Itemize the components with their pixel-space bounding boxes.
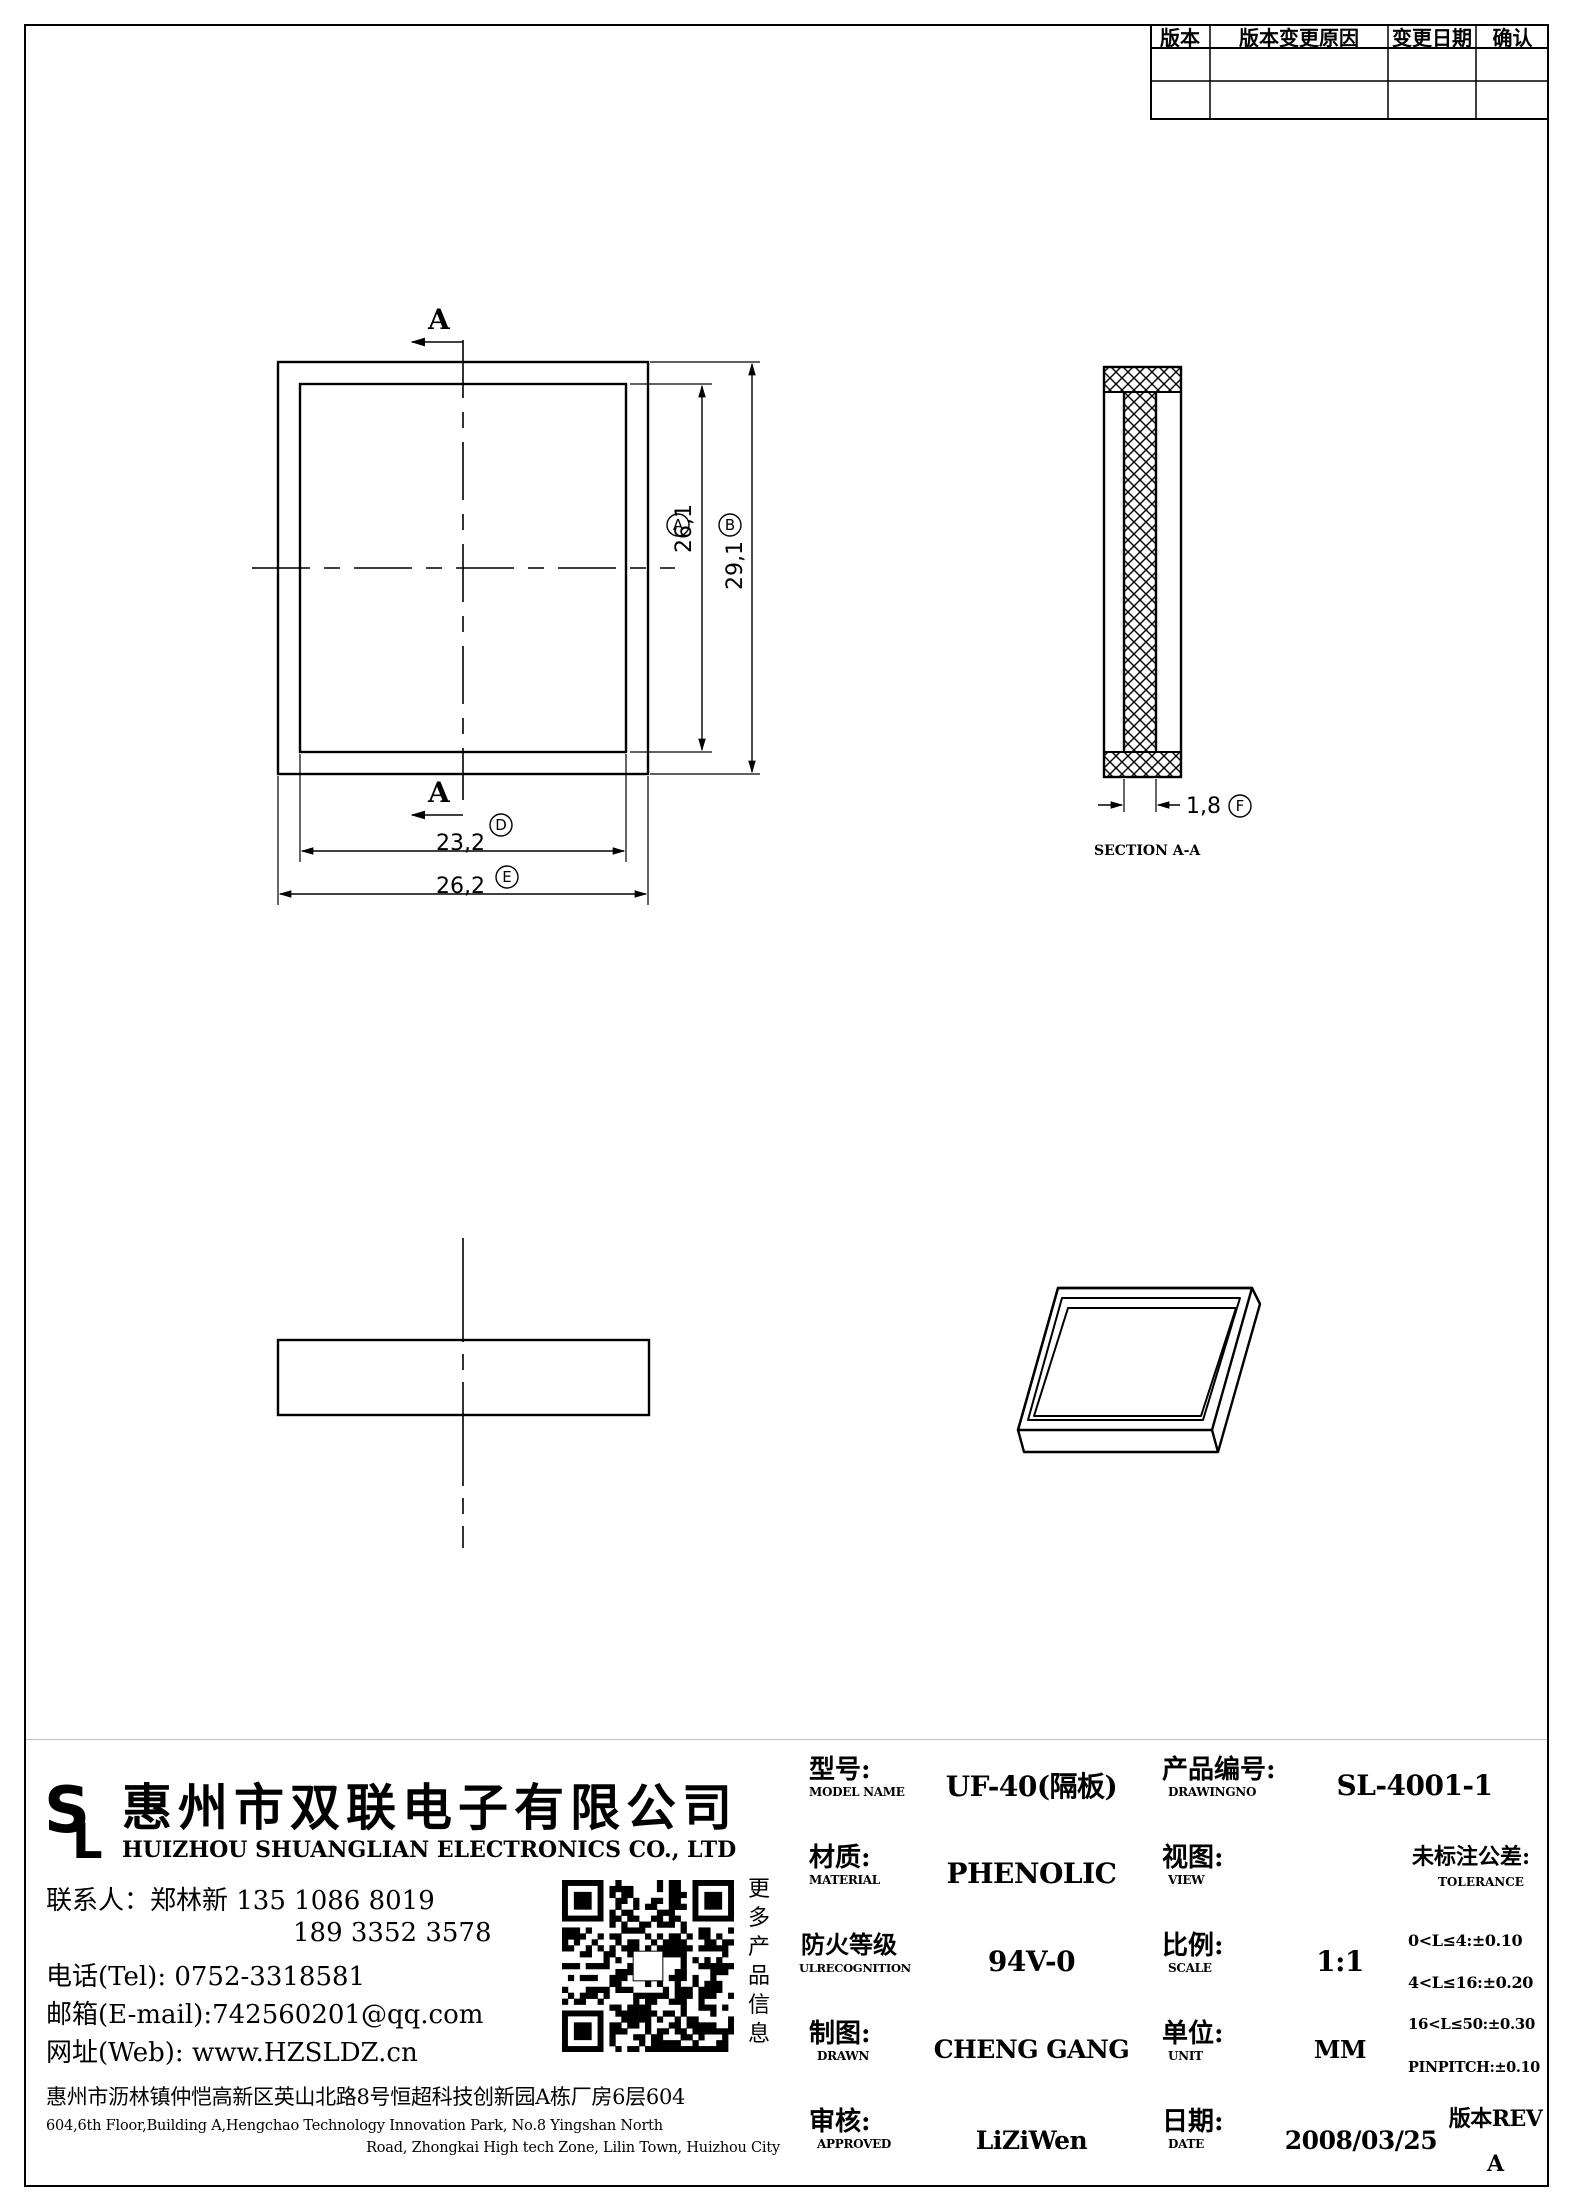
drawn-label: 制图: DRAWN xyxy=(795,2005,915,2093)
product-no-value: SL-4001-1 xyxy=(1336,1768,1493,1802)
product-no-label-cn: 产品编号: xyxy=(1162,1755,1276,1785)
svg-text:S: S xyxy=(44,1774,90,1848)
view-label-cn: 视图: xyxy=(1162,1843,1224,1873)
dimension-e-marker: E xyxy=(502,868,512,886)
view-label-en: VIEW xyxy=(1168,1873,1205,1887)
rev-value: A xyxy=(1486,2150,1505,2177)
unit-value: MM xyxy=(1313,2034,1367,2064)
dimension-b-value: 29,1 xyxy=(723,541,748,590)
dimension-b-marker: B xyxy=(724,516,736,534)
rev-header-reason: 版本变更原因 xyxy=(1239,25,1359,50)
tolerance-list: 0<L≤4:±0.10 4<L≤16:±0.20 16<L≤50:±0.30 P… xyxy=(1400,1917,1549,2093)
company-email: 邮箱(E-mail):742560201@qq.com xyxy=(46,2000,484,2030)
qr-caption: 更 多 产 品 信 息 xyxy=(746,1875,772,2049)
rev-label: 版本REV xyxy=(1448,2105,1543,2132)
product-no-label-en: DRAWINGNO xyxy=(1168,1785,1257,1799)
date-label-en: DATE xyxy=(1168,2137,1204,2151)
address-en-line-1: 604,6th Floor,Building A,Hengchao Techno… xyxy=(46,2118,663,2134)
drawn-label-cn: 制图: xyxy=(809,2019,871,2049)
date-label-cn: 日期: xyxy=(1162,2107,1224,2137)
tolerance-row: 4<L≤16:±0.20 xyxy=(1408,1973,1533,1992)
svg-text:L: L xyxy=(72,1814,103,1862)
tolerance-label: 未标注公差: TOLERANCE xyxy=(1400,1829,1549,1917)
date-value: 2008/03/25 xyxy=(1284,2125,1438,2155)
qr-caption-char: 产 xyxy=(747,1935,770,1960)
tolerance-row: PINPITCH:±0.10 xyxy=(1408,2059,1540,2076)
isometric-view xyxy=(1016,1286,1262,1454)
qr-caption-char: 息 xyxy=(747,2022,770,2047)
dimension-f-value: 1,8 xyxy=(1186,794,1221,819)
fire-label-en: ULRECOGNITION xyxy=(799,1961,911,1975)
tolerance-row: 16<L≤50:±0.30 xyxy=(1408,2015,1535,2033)
date-label: 日期: DATE xyxy=(1148,2093,1280,2187)
section-caption: SECTION A-A xyxy=(1094,843,1201,859)
contact-line-1: 联系人：郑林新 135 1086 8019 xyxy=(46,1886,435,1916)
company-name-en: HUIZHOU SHUANGLIAN ELECTRONICS CO., LTD xyxy=(122,1837,737,1863)
address-en-line-2: Road, Zhongkai High tech Zone, Lilin Tow… xyxy=(366,2140,780,2156)
revision-table: 版本 版本变更原因 变更日期 确认 xyxy=(1150,24,1549,120)
scale-value: 1:1 xyxy=(1316,1944,1364,1978)
company-web: 网址(Web): www.HZSLDZ.cn xyxy=(46,2038,418,2068)
revision-table-grid xyxy=(1150,24,1549,120)
tolerance-label-cn: 未标注公差: xyxy=(1412,1844,1531,1870)
unit-label-cn: 单位: xyxy=(1162,2019,1224,2049)
product-no-label: 产品编号: DRAWINGNO xyxy=(1148,1741,1280,1829)
approved-value: LiZiWen xyxy=(975,2125,1088,2155)
qr-code xyxy=(562,1880,735,2053)
company-name-cn: 惠州市双联电子有限公司 xyxy=(122,1778,738,1837)
rev-header-version: 版本 xyxy=(1160,25,1200,50)
technical-drawing xyxy=(24,337,1549,1740)
qr-caption-char: 多 xyxy=(747,1906,770,1931)
model-label: 型号: MODEL NAME xyxy=(795,1741,915,1829)
top-view xyxy=(252,337,760,905)
fire-label: 防火等级 ULRECOGNITION xyxy=(795,1917,915,2005)
approved-label-en: APPROVED xyxy=(817,2137,892,2151)
company-tel: 电话(Tel): 0752-3318581 xyxy=(46,1962,366,1992)
drawn-label-en: DRAWN xyxy=(817,2049,870,2063)
unit-label-en: UNIT xyxy=(1168,2049,1203,2063)
company-logo: S L xyxy=(42,1770,110,1870)
dimension-d-marker: D xyxy=(495,816,507,834)
material-label: 材质: MATERIAL xyxy=(795,1829,915,1917)
fire-label-cn: 防火等级 xyxy=(801,1930,897,1959)
drawn-value: CHENG GANG xyxy=(933,2034,1130,2064)
drawing-frame xyxy=(24,24,1549,2187)
tolerance-label-en: TOLERANCE xyxy=(1438,1875,1524,1889)
qr-caption-char: 信 xyxy=(747,1993,770,2018)
scale-label-en: SCALE xyxy=(1168,1961,1212,1975)
model-label-en: MODEL NAME xyxy=(809,1785,905,1799)
rev-header-confirm: 确认 xyxy=(1492,25,1533,50)
qr-caption-char: 更 xyxy=(747,1877,770,1902)
material-value: PHENOLIC xyxy=(946,1856,1117,1890)
scale-label-cn: 比例: xyxy=(1162,1931,1224,1961)
qr-caption-char: 品 xyxy=(747,1964,770,1989)
scale-label: 比例: SCALE xyxy=(1148,1917,1280,2005)
tolerance-row: 0<L≤4:±0.10 xyxy=(1408,1931,1523,1950)
view-label: 视图: VIEW xyxy=(1148,1829,1280,1917)
dimension-a-marker: A xyxy=(672,516,684,534)
approved-label-cn: 审核: xyxy=(809,2107,871,2137)
section-view xyxy=(1098,365,1252,818)
approved-label: 审核: APPROVED xyxy=(795,2093,915,2187)
material-label-en: MATERIAL xyxy=(809,1873,880,1887)
unit-label: 单位: UNIT xyxy=(1148,2005,1280,2093)
dimension-e-value: 26,2 xyxy=(436,874,485,899)
material-label-cn: 材质: xyxy=(809,1843,871,1873)
model-label-cn: 型号: xyxy=(809,1755,871,1785)
side-view xyxy=(276,1238,651,1548)
section-label-top: A xyxy=(428,303,450,336)
fire-value: 94V-0 xyxy=(987,1944,1076,1978)
contact-line-2: 189 3352 3578 xyxy=(293,1918,492,1948)
model-value: UF-40(隔板) xyxy=(945,1770,1118,1803)
dimension-f-marker: F xyxy=(1235,797,1245,815)
address-cn: 惠州市沥林镇仲恺高新区英山北路8号恒超科技创新园A栋厂房6层604 xyxy=(46,2085,686,2109)
section-label-bottom: A xyxy=(428,776,450,809)
rev-header-date: 变更日期 xyxy=(1392,25,1472,50)
dimension-d-value: 23,2 xyxy=(436,831,485,856)
